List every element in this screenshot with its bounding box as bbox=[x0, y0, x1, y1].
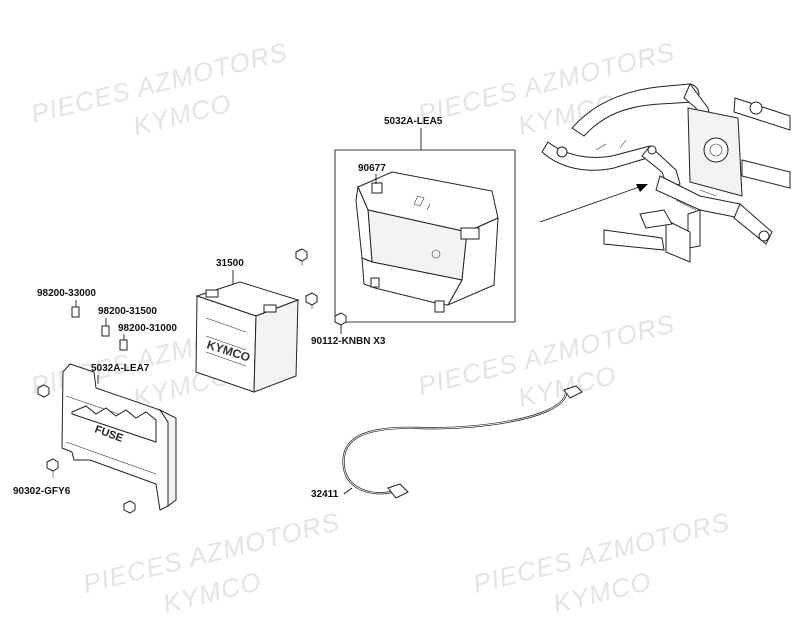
label-box-part: 90677 bbox=[358, 163, 386, 174]
label-fuse-b: 98200-31500 bbox=[98, 306, 157, 317]
battery-callout: 31500 bbox=[216, 258, 244, 285]
cable-callout: 32411 bbox=[311, 487, 353, 500]
bolt bbox=[305, 292, 318, 309]
label-cable: 32411 bbox=[311, 489, 339, 500]
cable bbox=[342, 385, 583, 499]
fuse bbox=[71, 306, 80, 318]
fuse-b-callout: 98200-31500 bbox=[98, 306, 157, 337]
screw bbox=[37, 384, 50, 398]
bolt bbox=[334, 312, 347, 326]
label-fuse-c: 98200-31000 bbox=[118, 323, 177, 334]
fuse bbox=[101, 325, 110, 337]
vehicle-frame bbox=[541, 83, 791, 263]
box-part-callout: 90677 bbox=[358, 163, 386, 184]
location-arrow bbox=[539, 184, 648, 223]
screw-callout: 90302-GFY6 bbox=[13, 486, 71, 497]
label-battery-box: 5032A-LEA5 bbox=[384, 116, 443, 127]
fuse-a-callout: 98200-33000 bbox=[37, 288, 96, 318]
fuse bbox=[119, 339, 128, 351]
label-bracket: 5032A-LEA7 bbox=[91, 363, 150, 374]
battery-box bbox=[355, 171, 499, 313]
bolt-callout: 90112-KNBN X3 bbox=[311, 325, 386, 347]
battery: KYMCO bbox=[195, 281, 300, 393]
diagram-svg: 5032A-LEA5 90677 bbox=[13, 83, 791, 514]
screw bbox=[46, 458, 59, 478]
label-bolt: 90112-KNBN X3 bbox=[311, 336, 386, 347]
parts-diagram: PIECES AZMOTORS KYMCO PIECES AZMOTORS KY… bbox=[13, 36, 791, 619]
screw bbox=[123, 500, 136, 514]
fuse-c-callout: 98200-31000 bbox=[118, 323, 177, 351]
bolt bbox=[295, 248, 308, 266]
fuse-bracket: FUSE bbox=[61, 363, 177, 511]
label-battery: 31500 bbox=[216, 258, 244, 269]
bracket-callout: 5032A-LEA7 bbox=[91, 363, 150, 384]
label-fuse-a: 98200-33000 bbox=[37, 288, 96, 299]
label-screw: 90302-GFY6 bbox=[13, 486, 71, 497]
